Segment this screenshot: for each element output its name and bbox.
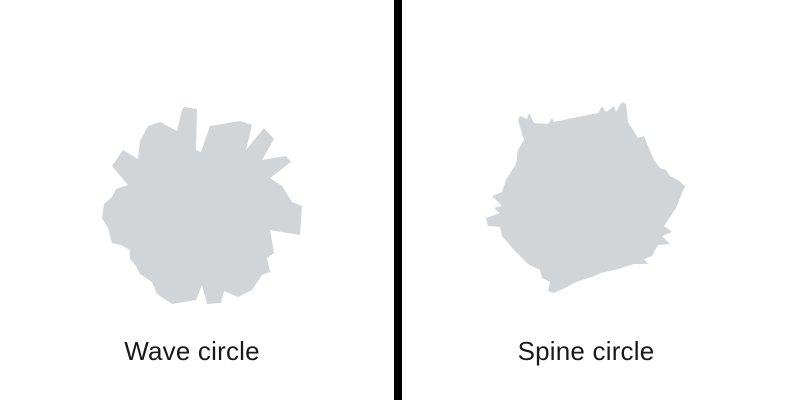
- spine-circle-panel: Spine circle: [402, 0, 800, 400]
- spine-circle-blob: [486, 102, 685, 293]
- wave-circle-blob: [102, 107, 302, 304]
- wave-circle-label: Wave circle: [124, 336, 260, 366]
- wave-circle-shape: [102, 107, 302, 304]
- vertical-divider: [394, 0, 402, 400]
- spine-circle-label: Spine circle: [517, 336, 655, 366]
- wave-circle-panel: Wave circle: [0, 0, 396, 400]
- spine-circle-shape: [486, 102, 685, 293]
